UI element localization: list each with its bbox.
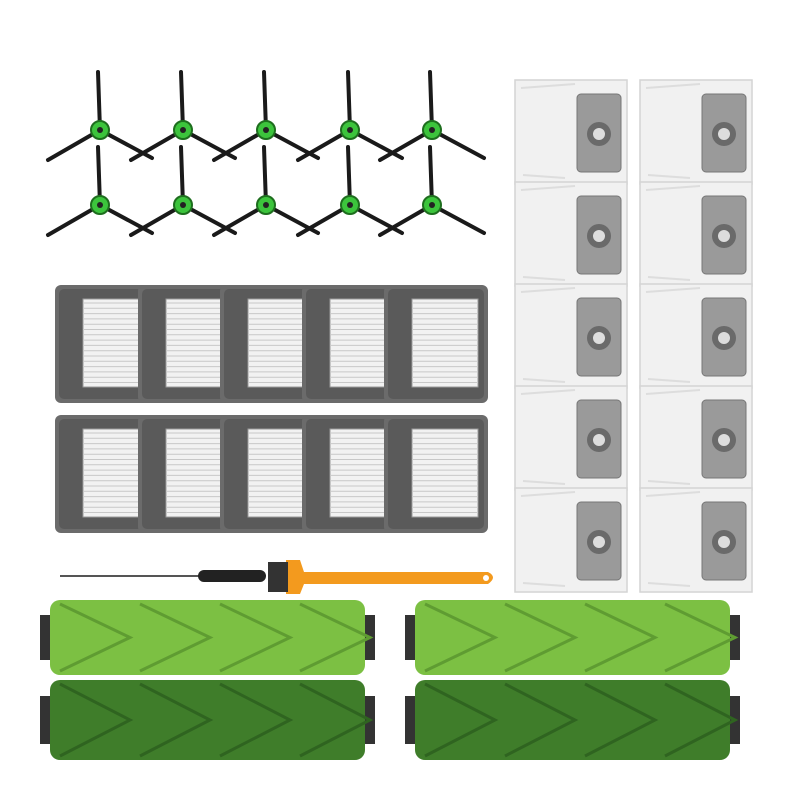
dust-bag — [514, 385, 628, 491]
side-brush — [296, 145, 404, 237]
side-brush — [378, 70, 486, 162]
dust-bag — [639, 283, 753, 389]
dust-bag — [639, 181, 753, 287]
dust-bag — [639, 487, 753, 593]
filter-media — [411, 298, 479, 388]
hepa-filter — [220, 285, 324, 403]
dust-bag — [514, 283, 628, 389]
side-brush — [378, 145, 486, 237]
side-brush — [296, 70, 404, 162]
brush-bristles — [268, 562, 288, 592]
flexible-roller — [40, 680, 375, 760]
bristle-roller — [40, 600, 375, 675]
hepa-filter — [138, 285, 242, 403]
dust-bag — [514, 181, 628, 287]
side-brush — [212, 70, 320, 162]
bristle-roller — [405, 600, 740, 675]
side-brush — [46, 145, 154, 237]
flexible-roller — [405, 680, 740, 760]
side-brush — [212, 145, 320, 237]
dust-bag — [514, 79, 628, 185]
dust-bag — [639, 385, 753, 491]
side-brush — [129, 145, 237, 237]
side-brush — [129, 70, 237, 162]
hepa-filter — [384, 415, 488, 533]
cleaning-brush — [268, 560, 493, 594]
screwdriver — [60, 570, 266, 582]
hepa-filter — [384, 285, 488, 403]
side-brush — [46, 70, 154, 162]
dust-bag — [514, 487, 628, 593]
filter-media — [411, 428, 479, 518]
dust-bag — [639, 79, 753, 185]
